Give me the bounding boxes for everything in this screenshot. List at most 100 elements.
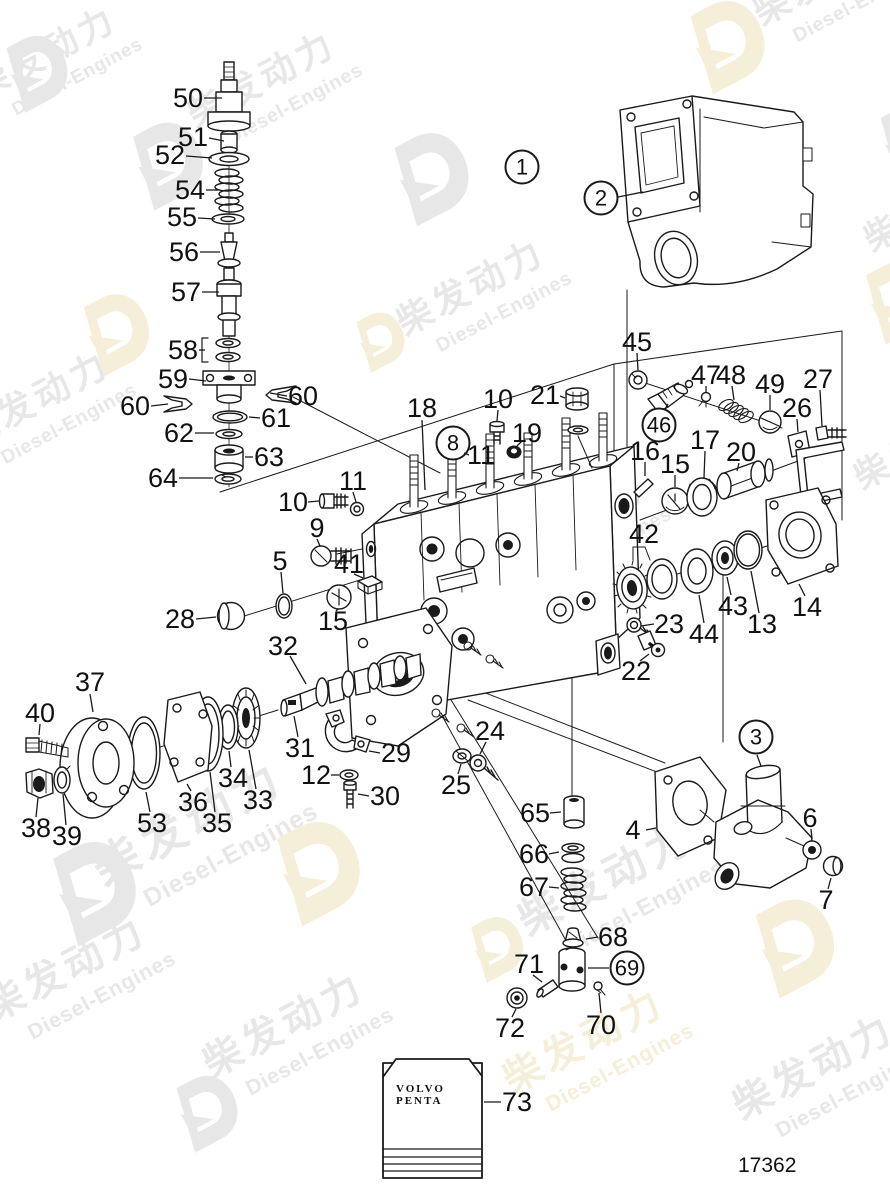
part-label-54: 54 — [175, 175, 205, 205]
part-label-72: 72 — [495, 1013, 525, 1043]
part-label-35: 35 — [202, 808, 232, 838]
callout-circle-3 — [738, 719, 774, 755]
part-70-bolt — [593, 981, 606, 996]
part-label-15: 15 — [660, 449, 690, 479]
part-52 — [208, 151, 250, 167]
part-5-oring — [275, 593, 293, 619]
part-label-25: 25 — [441, 770, 471, 800]
part-72-roller — [506, 987, 528, 1009]
leader-line-38 — [35, 797, 39, 818]
part-label-27: 27 — [803, 364, 833, 394]
side-cover-group — [633, 458, 774, 517]
leader-line-35 — [209, 771, 216, 813]
part-29-fork — [324, 709, 371, 753]
part-25-washer — [452, 748, 472, 764]
leader-line-43 — [726, 576, 732, 596]
part-57 — [216, 267, 242, 337]
part-label-53: 53 — [137, 808, 167, 838]
leader-line-67 — [548, 886, 560, 889]
part-label-28: 28 — [165, 604, 195, 634]
part-label-69: 69 — [615, 956, 639, 981]
part-label-57: 57 — [171, 277, 201, 307]
part-label-48: 48 — [716, 360, 746, 390]
leader-line-53 — [145, 791, 151, 813]
leader-line-71 — [532, 974, 543, 983]
part-label-60: 60 — [120, 391, 150, 421]
part-label-11: 11 — [339, 466, 367, 496]
leader-line-51 — [208, 137, 225, 142]
part-label-50: 50 — [173, 83, 203, 113]
leader-line-24 — [479, 741, 487, 755]
part-27-bolt — [815, 425, 847, 441]
part-label-8: 8 — [447, 431, 459, 456]
feed-pump-group — [654, 756, 844, 891]
leader-line-59 — [188, 378, 207, 382]
part-41-key — [357, 575, 383, 595]
part-32-camshaft — [280, 653, 422, 717]
leader-line-39 — [62, 793, 67, 826]
part-12-washer — [339, 769, 359, 781]
part-68-seat — [562, 927, 584, 948]
part-23-screw — [626, 617, 653, 638]
leader-line-55 — [197, 217, 216, 220]
leader-line-10 — [307, 500, 320, 503]
part-62 — [215, 428, 243, 440]
box-brand-line1: VOLVO — [396, 1083, 445, 1095]
left-fittings — [216, 493, 383, 631]
part-label-66: 66 — [519, 839, 549, 869]
part-64 — [214, 473, 242, 485]
part-label-10: 10 — [483, 384, 513, 414]
line-art — [25, 61, 847, 1179]
part-label-43: 43 — [718, 591, 748, 621]
callout-circle-8 — [435, 425, 471, 461]
part-42-bearing-gear — [612, 546, 652, 614]
svg-text:柴发动力: 柴发动力 — [857, 151, 890, 260]
part-label-20: 20 — [726, 437, 756, 467]
part-38-nut — [25, 768, 54, 799]
leader-line-13 — [750, 570, 760, 614]
part-50 — [207, 61, 251, 132]
leader-line-37 — [89, 693, 94, 713]
leader-line-15 — [335, 608, 339, 612]
part-51 — [220, 130, 238, 154]
part-label-55: 55 — [167, 202, 197, 232]
leader-line-60 — [150, 403, 169, 407]
leader-line-48 — [731, 385, 735, 401]
leader-line-26 — [796, 418, 799, 433]
governor-cover — [619, 95, 814, 288]
box-brand-line2: PENTA — [396, 1095, 442, 1107]
part-22-screw — [637, 630, 666, 658]
callout-circle-69 — [609, 950, 645, 986]
part-label-2: 2 — [595, 186, 607, 211]
part-label-70: 70 — [586, 1010, 616, 1040]
part-60-right — [265, 385, 297, 404]
part-label-10: 10 — [278, 487, 308, 517]
leader-line-61 — [248, 416, 261, 419]
part-24-screw — [469, 754, 499, 781]
part-10-screw-top — [489, 420, 505, 445]
callout-circle-1 — [504, 149, 540, 185]
part-label-5: 5 — [272, 546, 287, 576]
part-label-34: 34 — [218, 763, 248, 793]
part-20-roller — [716, 458, 774, 500]
leader-line-33 — [248, 749, 257, 790]
part-36-gasket — [163, 691, 213, 783]
leader-line-32 — [289, 655, 307, 685]
part-28-cap — [216, 601, 246, 631]
part-label-15: 15 — [318, 606, 348, 636]
part-13-oring — [733, 530, 763, 570]
part-label-14: 14 — [792, 592, 822, 622]
part-label-44: 44 — [689, 619, 719, 649]
part-label-33: 33 — [243, 785, 273, 815]
part-label-58: 58 — [168, 335, 198, 365]
part-55 — [211, 213, 245, 225]
part-label-52: 52 — [155, 140, 185, 170]
part-21-nut — [565, 387, 593, 469]
part-66-washers — [561, 842, 585, 864]
part-3-primer-pump — [713, 764, 813, 891]
leader-line-34 — [228, 750, 232, 768]
part-label-26: 26 — [782, 393, 812, 423]
